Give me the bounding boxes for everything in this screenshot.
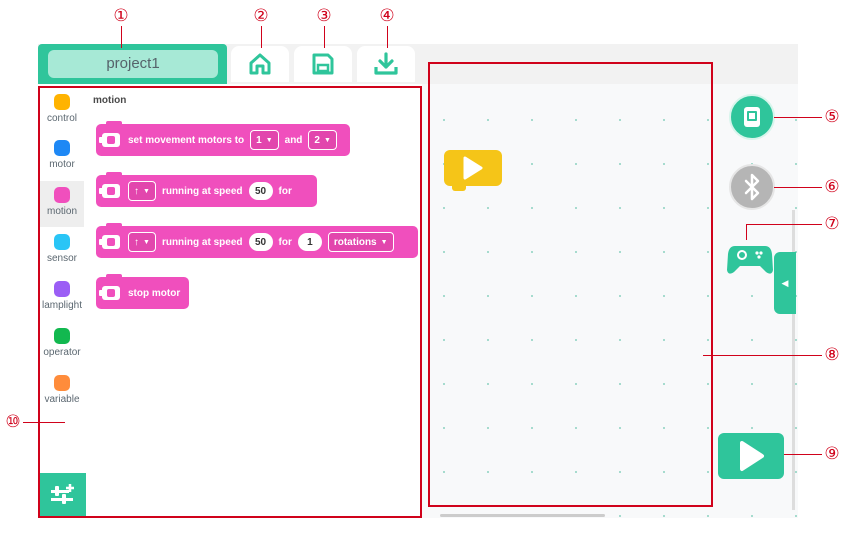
motor-block-icon (99, 235, 120, 249)
callout-7-drop (746, 224, 747, 240)
workspace-annotation-box (428, 62, 713, 507)
callout-2: ② (253, 6, 269, 26)
project-name-field[interactable]: project1 (48, 50, 218, 78)
add-extension-icon (51, 484, 74, 504)
device-connect-button[interactable] (729, 94, 775, 140)
home-icon (249, 53, 271, 75)
category-sidebar (40, 88, 86, 518)
collapse-panel-tab[interactable]: ◀ (774, 252, 796, 314)
unit-dropdown[interactable]: rotations▼ (327, 232, 394, 252)
run-button[interactable] (718, 433, 784, 479)
control-dot-icon (54, 94, 70, 110)
category-motor[interactable]: motor (40, 134, 84, 180)
direction-dropdown[interactable]: ↑▼ (128, 181, 156, 201)
callout-9: ⑨ (824, 444, 840, 464)
category-motion[interactable]: motion (40, 181, 84, 227)
save-icon (312, 53, 334, 75)
callout-8: ⑧ (824, 345, 840, 365)
callout-1: ① (113, 6, 129, 26)
callout-9-line (784, 454, 822, 455)
callout-6: ⑥ (824, 177, 840, 197)
callout-1-line (121, 26, 122, 48)
category-control[interactable]: control (40, 88, 84, 134)
callout-6-line (774, 187, 822, 188)
category-lamplight[interactable]: lamplight (40, 275, 84, 321)
block-stop-motor[interactable]: stop motor (96, 274, 189, 309)
motor-2-dropdown[interactable]: 2▼ (308, 130, 337, 150)
start-hat-block[interactable] (444, 150, 502, 191)
callout-7-line (746, 224, 822, 225)
callout-10: ⑩ (5, 412, 21, 432)
bluetooth-icon (744, 173, 760, 201)
motor-block-icon (99, 184, 120, 198)
motor-block-icon (99, 286, 120, 300)
callout-3-line (324, 26, 325, 48)
block-running-at-speed-rotations[interactable]: ↑▼ running at speed 50 for 1 rotations▼ (96, 223, 418, 258)
device-icon (744, 107, 760, 127)
category-sensor[interactable]: sensor (40, 228, 84, 274)
speed-input[interactable]: 50 (248, 182, 273, 200)
palette-title: motion (93, 95, 127, 106)
callout-5: ⑤ (824, 107, 840, 127)
motor-dot-icon (54, 140, 70, 156)
motion-dot-icon (54, 187, 70, 203)
callout-7: ⑦ (824, 214, 840, 234)
speed-input[interactable]: 50 (248, 233, 273, 251)
callout-3: ③ (316, 6, 332, 26)
callout-10-line (23, 422, 65, 423)
workspace-header (430, 64, 798, 84)
download-button[interactable] (357, 46, 415, 82)
lamplight-dot-icon (54, 281, 70, 297)
play-icon (740, 441, 764, 471)
callout-2-line (261, 26, 262, 48)
callout-4-line (387, 26, 388, 48)
save-button[interactable] (294, 46, 352, 82)
operator-dot-icon (54, 328, 70, 344)
block-set-movement-motors[interactable]: set movement motors to 1▼ and 2▼ (96, 121, 350, 156)
play-icon (463, 156, 483, 180)
category-variable[interactable]: variable (40, 369, 84, 415)
callout-5-line (774, 117, 822, 118)
download-icon (374, 52, 398, 75)
callout-8-line (703, 355, 822, 356)
vertical-scrollbar[interactable] (792, 210, 795, 510)
motor-block-icon (99, 133, 120, 147)
sensor-dot-icon (54, 234, 70, 250)
bluetooth-button[interactable] (729, 164, 775, 210)
palette-annotation-box (38, 86, 422, 518)
home-button[interactable] (231, 46, 289, 82)
callout-4: ④ (379, 6, 395, 26)
motor-1-dropdown[interactable]: 1▼ (250, 130, 279, 150)
gamepad-button[interactable] (727, 238, 773, 278)
block-running-at-speed-for[interactable]: ↑▼ running at speed 50 for (96, 172, 317, 207)
direction-dropdown[interactable]: ↑▼ (128, 232, 156, 252)
category-operator[interactable]: operator (40, 322, 84, 368)
gamepad-icon (727, 246, 773, 274)
amount-input[interactable]: 1 (297, 233, 322, 251)
horizontal-scrollbar[interactable] (440, 514, 605, 517)
variable-dot-icon (54, 375, 70, 391)
add-extension-button[interactable] (40, 473, 86, 518)
